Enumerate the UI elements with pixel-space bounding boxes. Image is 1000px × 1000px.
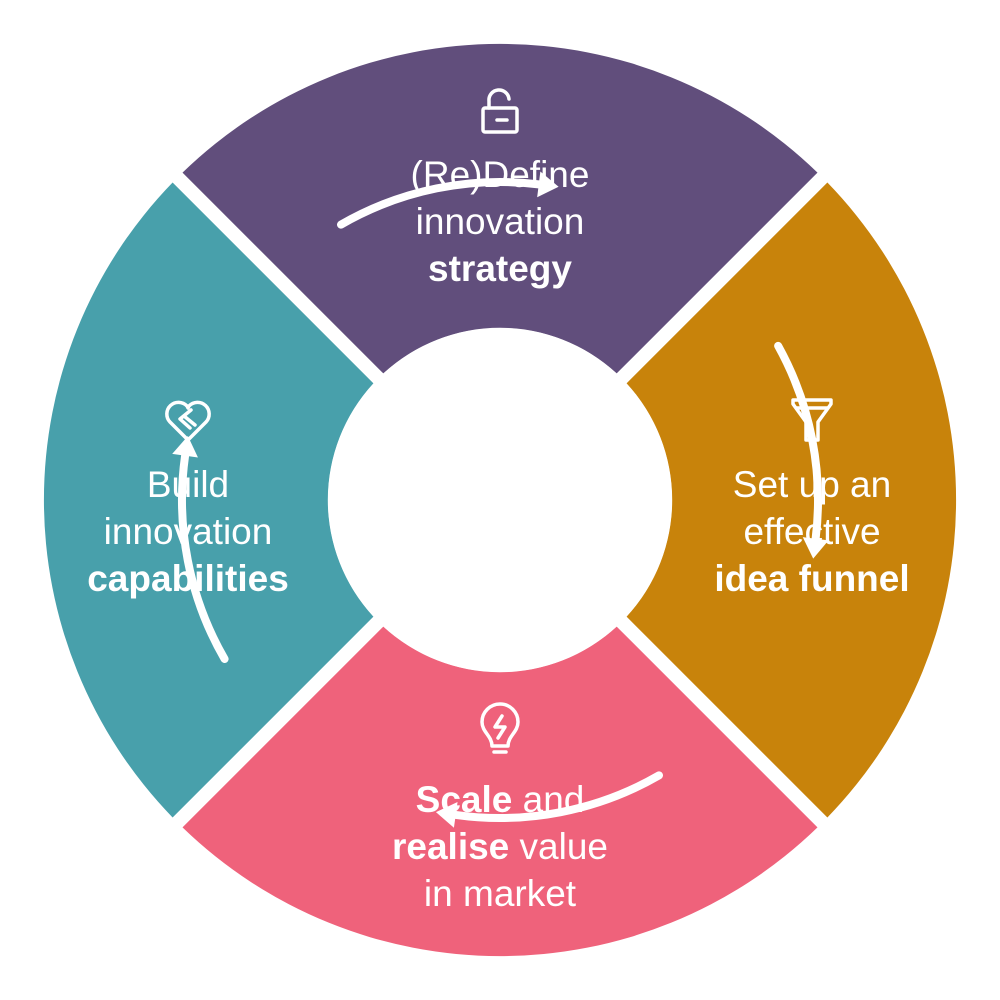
segment-strategy [182, 43, 818, 374]
label-part: (Re)Define [411, 154, 590, 195]
funnel-icon [791, 398, 833, 442]
label-part: innovation [416, 201, 585, 242]
label-part: Set up an [733, 464, 891, 505]
unlocked-padlock-icon [481, 88, 519, 134]
arrow-capabilities-to-strategy [337, 171, 559, 229]
label-part: Build [147, 464, 229, 505]
lightbulb-icon [480, 702, 520, 754]
segment-scale [182, 626, 818, 957]
label-part: capabilities [87, 558, 289, 599]
label-part: in market [424, 873, 577, 914]
segment-label-strategy: (Re)Define innovation strategy [411, 154, 590, 289]
center-circle [328, 328, 672, 672]
label-part: realise [392, 826, 509, 867]
label-part: and [512, 779, 584, 820]
segment-label-funnel: Set up an effective idea funnel [714, 464, 909, 599]
label-part: effective [743, 511, 880, 552]
label-part: value [509, 826, 608, 867]
label-part: Scale [416, 779, 513, 820]
heart-handshake-icon [165, 400, 211, 442]
label-part: innovation [104, 511, 273, 552]
label-part: strategy [428, 248, 572, 289]
arrow-scale-to-capabilities [172, 435, 229, 663]
arrow-funnel-to-scale [435, 771, 663, 828]
segment-capabilities [43, 182, 374, 818]
label-part: idea funnel [714, 558, 909, 599]
segment-funnel [626, 182, 957, 818]
segment-label-capabilities: Build innovation capabilities [87, 464, 289, 599]
